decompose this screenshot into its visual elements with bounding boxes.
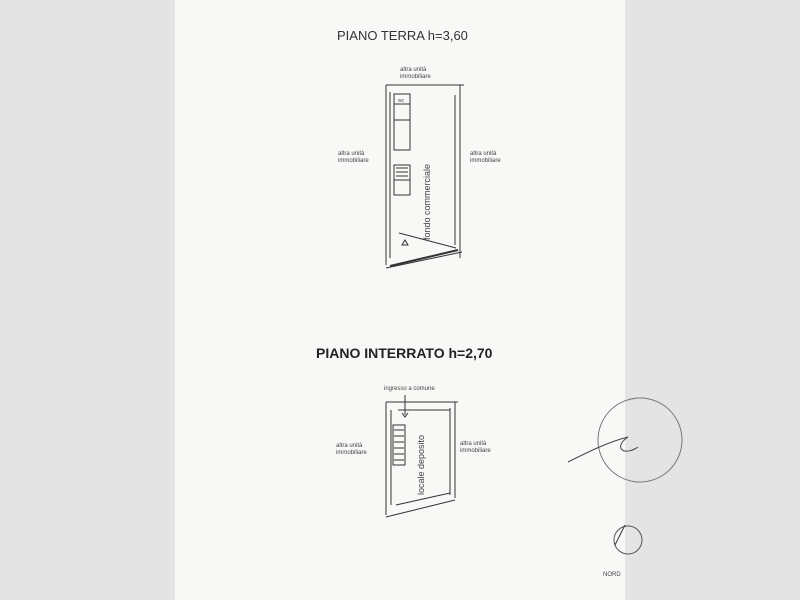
signature <box>567 436 639 463</box>
basement-entrance-label: ingresso a comune <box>384 386 435 392</box>
north-arrow-icon <box>613 524 643 555</box>
ground-floor-plan <box>385 84 464 269</box>
scanned-document-page <box>175 0 625 600</box>
ground-neighbor-left: altra unità immobiliare <box>338 151 369 164</box>
stamp <box>597 397 683 483</box>
ground-neighbor-top: altra unità immobiliare <box>400 67 431 80</box>
wc-label: wc <box>398 98 405 104</box>
north-label: NORD <box>603 572 621 578</box>
ground-floor-title: PIANO TERRA h=3,60 <box>337 28 468 43</box>
basement-neighbor-left: altra unità immobiliare <box>336 443 367 456</box>
ground-neighbor-right: altra unità immobiliare <box>470 151 501 164</box>
basement-plan <box>385 395 458 518</box>
basement-neighbor-right: altra unità immobiliare <box>460 441 491 454</box>
basement-title: PIANO INTERRATO h=2,70 <box>316 345 493 361</box>
